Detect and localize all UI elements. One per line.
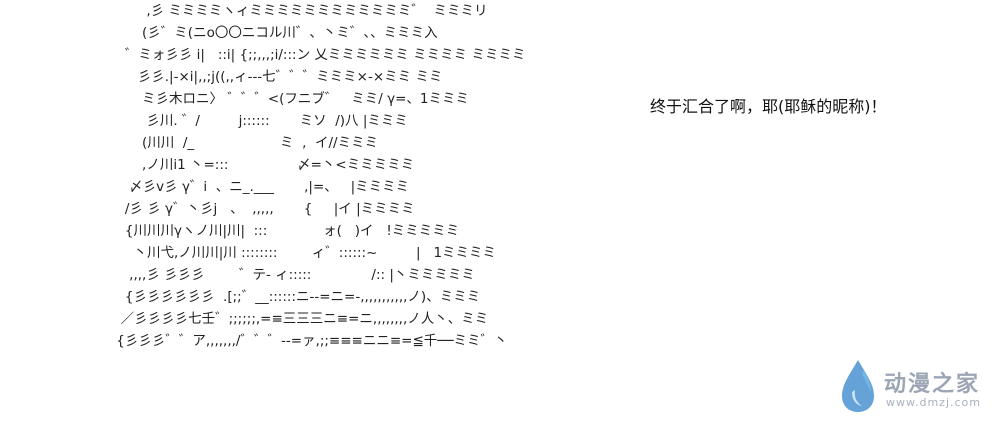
site-watermark: 动漫之家 www.dmzj.com: [838, 356, 988, 418]
ascii-art-line: {彡彡彡彡彡彡 .[;;゛__::::::ニ-‐=ニ=‐,,,,,,,,,,,ノ…: [112, 289, 481, 305]
water-drop-logo-icon: [842, 360, 874, 412]
ascii-art-line: ,彡 ミミミミヽィミミミミミミミミミミミミ゛ ミミミリ: [112, 3, 488, 19]
ascii-art-line: 丶川弋,ノ川川|川 :::::::: ィ゛::::::~ | 1ミミミミ: [112, 245, 497, 261]
ascii-art-line: 彡彡.|-×i|,,;j((,,ィ-‐‐七゛゛゛ミミミ×-×ミミ ミミ: [112, 69, 443, 85]
watermark-brand-text: 动漫之家: [884, 372, 981, 397]
ascii-art-line: (彡゛ミ(ニo〇〇ニコル川゛、丶ミ゛、、ミミミ入: [112, 25, 438, 41]
ascii-art-line: (川川 /_ ミ , イ//ミミミ: [112, 135, 379, 151]
watermark-site-url: www.dmzj.com: [886, 396, 981, 409]
ascii-art-line: ,,,,彡 彡彡彡 ゛テ- ィ::::: /:: |丶ミミミミミ: [112, 267, 475, 283]
dialogue-caption: 终于汇合了啊，耶(耶稣的昵称)！: [650, 97, 887, 116]
ascii-art-line: /彡 彡 γ゛丶彡j 、 ,,,,, { |イ |ミミミミ: [112, 201, 415, 217]
ascii-art-line: 〆彡v彡 γ゛i 、ニ_.___ ,|=、 |ミミミミ: [112, 179, 410, 195]
ascii-art-line: ミ彡木ロニ〉 ゛゛゛<(フニブ゛ ミミ/ γ=、1ミミミ: [112, 91, 470, 107]
ascii-art-line: ／彡彡彡彡七壬゛;;;;;;,=≡三三三ニ≡=ニ,,,,,,,,ノ人丶、ミミ: [112, 311, 489, 327]
ascii-art-line: ,ノ川i1 丶=::: 〆=丶<ミミミミミ: [112, 157, 415, 173]
ascii-art-figure: ,彡 ミミミミヽィミミミミミミミミミミミミ゛ ミミミリ (彡゛ミ(ニo〇〇ニコル…: [112, 0, 692, 420]
ascii-art-line: 彡川. ゛/ j:::::: ミソ /)八 |ミミミ: [112, 113, 408, 129]
ascii-art-line: {川川川γヽノ川|川| ::: ォ( )イ !ミミミミミ: [112, 223, 460, 239]
ascii-art-line: ゛ミォ彡彡 i| ::i| {;;,,,;i/:::ン 乂ミミミミミミ ミミミミ…: [112, 47, 526, 63]
ascii-art-line: {彡彡彡゛゛ア,,,,,,,/゛゛゛‐‐=ァ,;;≡≡≡ニニ≡=≦千──ミミ゛丶: [112, 333, 508, 349]
